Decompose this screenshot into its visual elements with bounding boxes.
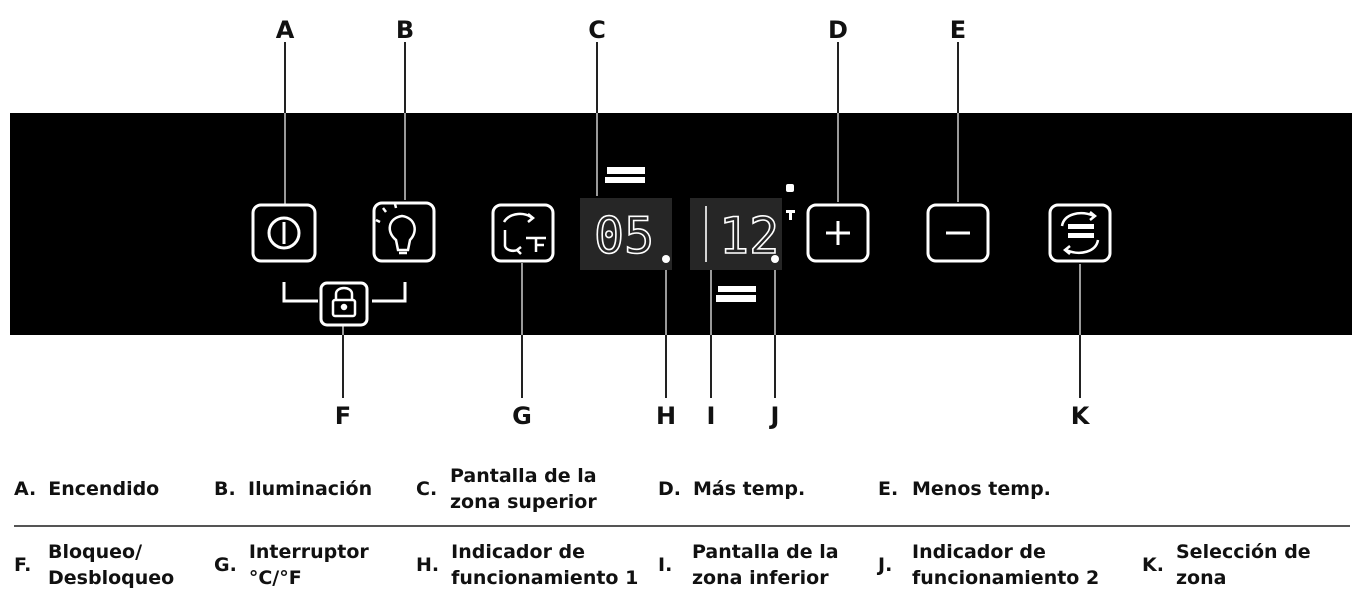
- callout-j: J: [769, 402, 780, 430]
- callout-d: D: [828, 16, 848, 44]
- legend-text: Indicador de funcionamiento 1: [451, 541, 639, 589]
- zone-select-icon: [1060, 211, 1100, 255]
- callout-g: G: [512, 402, 532, 430]
- callout-e: E: [950, 16, 966, 44]
- legend-key: G.: [214, 554, 237, 576]
- lower-zone-icon: [716, 286, 756, 302]
- legend-text: Pantalla de la zona inferior: [692, 541, 839, 589]
- upper-zone-icon: [605, 167, 645, 183]
- light-button[interactable]: [372, 201, 436, 263]
- legend-key: K.: [1142, 554, 1164, 576]
- plus-button[interactable]: [806, 203, 870, 263]
- legend-key: F.: [14, 554, 32, 576]
- temperature-unit-button[interactable]: [491, 203, 555, 263]
- legend-item-f: F. Bloqueo/ Desbloqueo: [14, 531, 174, 599]
- plus-icon: [826, 221, 850, 245]
- legend-key: H.: [416, 554, 440, 576]
- running-indicator-1: [662, 255, 670, 263]
- callout-c: C: [588, 16, 606, 44]
- legend-text: Pantalla de la zona superior: [450, 465, 597, 513]
- legend-text: Encendido: [48, 478, 160, 500]
- lock-bracket: [282, 282, 407, 303]
- lower-zone-display: 12: [690, 198, 782, 270]
- lock-icon: [331, 286, 357, 318]
- power-button[interactable]: [251, 203, 317, 263]
- legend-text: Más temp.: [693, 478, 806, 500]
- legend-text: Selección de zona: [1176, 541, 1311, 589]
- legend: A. Encendido B. Iluminación C. Pantalla …: [0, 455, 1354, 601]
- upper-zone-display: 05: [580, 198, 672, 270]
- light-bulb-icon: [375, 203, 416, 255]
- callout-i: I: [707, 402, 716, 430]
- zone-select-button[interactable]: [1048, 203, 1112, 263]
- legend-key: A.: [14, 478, 37, 500]
- callout-k: K: [1071, 402, 1091, 430]
- legend-text: Menos temp.: [912, 478, 1051, 500]
- legend-item-g: G. Interruptor °C/°F: [214, 531, 369, 599]
- legend-item-d: D. Más temp.: [658, 455, 805, 523]
- legend-item-b: B. Iluminación: [214, 455, 372, 523]
- legend-text: Iluminación: [248, 478, 373, 500]
- legend-row-2: F. Bloqueo/ Desbloqueo G. Interruptor °C…: [0, 531, 1354, 599]
- unit-marks: [786, 184, 795, 220]
- control-panel-diagram: A B C D E F G H I J K: [10, 16, 1352, 430]
- callout-b: B: [396, 16, 414, 44]
- legend-key: J.: [878, 554, 893, 576]
- callout-h: H: [656, 402, 676, 430]
- legend-divider: [14, 525, 1350, 527]
- upper-zone-value: 05: [594, 207, 654, 265]
- legend-item-j: J. Indicador de funcionamiento 2: [878, 531, 1099, 599]
- legend-text: Indicador de funcionamiento 2: [912, 541, 1100, 589]
- legend-item-e: E. Menos temp.: [878, 455, 1051, 523]
- legend-key: I.: [658, 554, 673, 576]
- legend-item-a: A. Encendido: [14, 455, 159, 523]
- legend-row-1: A. Encendido B. Iluminación C. Pantalla …: [0, 455, 1354, 523]
- lock-button[interactable]: [319, 281, 369, 327]
- legend-key: E.: [878, 478, 899, 500]
- legend-text: Bloqueo/ Desbloqueo: [48, 541, 175, 589]
- legend-text: Interruptor °C/°F: [248, 541, 369, 589]
- running-indicator-2: [771, 255, 779, 263]
- minus-button[interactable]: [926, 203, 990, 263]
- legend-item-i: I. Pantalla de la zona inferior: [658, 531, 839, 599]
- legend-key: D.: [658, 478, 681, 500]
- legend-item-c: C. Pantalla de la zona superior: [416, 455, 597, 523]
- legend-key: C.: [416, 478, 438, 500]
- temperature-unit-icon: [502, 212, 546, 255]
- legend-key: B.: [214, 478, 236, 500]
- legend-item-k: K. Selección de zona: [1142, 531, 1311, 599]
- control-panel: [10, 113, 1352, 335]
- lower-zone-value: 12: [719, 207, 779, 265]
- panel-leader-lines: [284, 113, 1081, 335]
- callout-f: F: [335, 402, 351, 430]
- callout-a: A: [276, 16, 295, 44]
- power-icon: [267, 216, 301, 250]
- legend-item-h: H. Indicador de funcionamiento 1: [416, 531, 638, 599]
